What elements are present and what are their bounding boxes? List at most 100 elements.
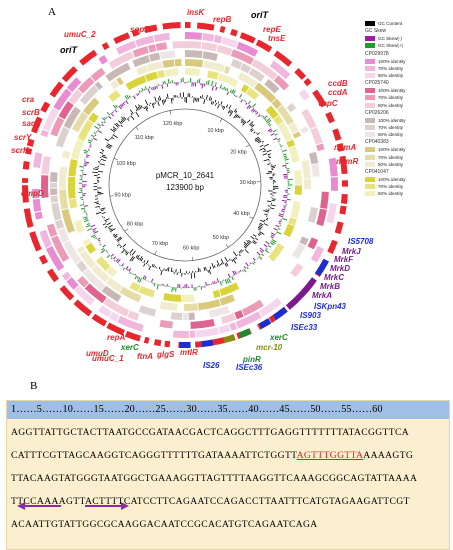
identity-swatch — [365, 95, 375, 101]
identity-block — [185, 59, 204, 68]
legend-identity-row: 100% identity — [365, 176, 453, 183]
identity-block — [273, 115, 284, 126]
plasmid-size: 123900 bp — [166, 183, 204, 192]
identity-block — [42, 107, 59, 132]
identity-block — [51, 235, 70, 263]
plasmid-name: pMCR_10_2641 — [156, 171, 215, 180]
gene-label-IS903: IS903 — [300, 311, 321, 320]
identity-block — [277, 105, 294, 126]
identity-block — [157, 69, 165, 79]
gene-label-sacX: sacX — [22, 119, 41, 128]
legend-identity-row: 100% identity — [365, 87, 453, 94]
identity-block — [300, 126, 309, 134]
gene-block-highlight — [179, 341, 191, 348]
identity-block — [219, 294, 236, 306]
gene-label-oriT: oriT — [60, 45, 79, 55]
identity-label: 70% identity — [378, 95, 404, 101]
identity-label: 50% identity — [378, 73, 404, 79]
gene-block — [31, 116, 43, 134]
identity-block — [290, 263, 304, 278]
identity-block — [88, 112, 99, 124]
legend-identity-row: 50% identity — [365, 102, 453, 109]
inner-scale-circle — [108, 108, 262, 262]
identity-rings — [32, 32, 338, 338]
identity-block — [288, 122, 299, 134]
identity-block — [59, 166, 68, 189]
identity-label: 70% identity — [378, 124, 404, 130]
identity-block — [286, 102, 297, 113]
highlighted-motif: AGTTTGGTTA — [296, 450, 364, 461]
identity-block — [147, 44, 157, 53]
identity-swatch — [365, 117, 375, 123]
gene-block — [340, 193, 348, 204]
legend-identity-row: 50% identity — [365, 190, 453, 197]
kbp-tick-mark — [245, 144, 250, 148]
gene-block — [131, 29, 140, 37]
identity-block — [163, 293, 182, 302]
sequence-text: CATTTCGTTAGCAAGGTCAGGGTTTTTTGATAAAATTCTG… — [11, 450, 297, 461]
gene-block — [29, 231, 42, 252]
legend-identity-row: 70% identity — [365, 94, 453, 101]
identity-block — [62, 150, 71, 159]
identity-block — [328, 157, 338, 177]
gc-content-swatch — [365, 21, 375, 27]
identity-block — [283, 223, 295, 238]
gene-block-highlight — [201, 339, 214, 348]
gene-label-ftnA: ftnA — [137, 352, 153, 361]
sequence-line: TTACAAGTATGGGTAATGGCTGAAAGGTTAGTTTTAAGGT… — [7, 473, 417, 484]
gene-label-scrY: scrY — [14, 133, 32, 142]
gene-label-MrkC: MrkC — [324, 273, 344, 282]
gene-label-xerC: xerC — [269, 333, 288, 342]
identity-block — [220, 313, 236, 324]
identity-block — [51, 202, 62, 221]
gene-block-highlight — [285, 277, 317, 310]
identity-swatch — [365, 154, 375, 160]
identity-block — [90, 67, 106, 82]
gene-label-ccdB: ccdB — [328, 79, 348, 88]
legend-identity-row: 70% identity — [365, 153, 453, 160]
identity-block — [170, 312, 183, 320]
identity-block — [216, 44, 233, 56]
gene-label-umuC_2: umuC_2 — [64, 30, 96, 39]
kbp-tick-mark — [113, 158, 118, 160]
identity-block — [85, 242, 97, 254]
identity-block — [264, 79, 280, 94]
identity-block — [189, 330, 196, 338]
identity-block — [50, 116, 65, 137]
kbp-tick-label: 10 kbp — [207, 128, 224, 134]
gene-label-vapC: vapC — [318, 99, 338, 108]
gene-block — [312, 89, 327, 108]
gene-block — [334, 221, 344, 235]
identity-block — [240, 84, 250, 94]
ring-CP040383 — [59, 59, 311, 311]
sequence-panel: 1……5……10……15……20……25……30……35……40……45……50… — [6, 400, 450, 550]
identity-block — [185, 50, 203, 59]
identity-block — [316, 208, 327, 227]
identity-block — [39, 229, 52, 249]
gene-label-sopB: sopB — [130, 25, 150, 34]
legend-gc-content: GC Content — [365, 20, 453, 27]
gene-label-ompD: ompD — [21, 189, 44, 198]
identity-block — [294, 170, 302, 185]
legend-identity-row: 70% identity — [365, 65, 453, 72]
gene-block — [303, 77, 312, 87]
identity-block — [229, 322, 238, 331]
identity-swatch — [365, 124, 375, 130]
identity-block — [301, 160, 311, 179]
identity-swatch — [365, 147, 375, 153]
identity-block — [213, 35, 223, 44]
legend-identity-row: 50% identity — [365, 131, 453, 138]
identity-label: 100% identity — [378, 88, 406, 94]
legend-gc-skew-neg: GC Skew(-) — [365, 35, 453, 42]
legend-gc-skew-pos: GC Skew(+) — [365, 42, 453, 49]
identity-block — [217, 73, 239, 88]
identity-block — [254, 82, 277, 103]
identity-block — [55, 126, 70, 148]
identity-block — [106, 266, 118, 278]
gene-block — [61, 66, 78, 83]
gc-skew-neg-swatch — [365, 36, 375, 42]
gene-label-mcr-10: mcr-10 — [256, 343, 283, 352]
identity-block — [58, 101, 74, 120]
identity-swatch — [365, 88, 375, 94]
